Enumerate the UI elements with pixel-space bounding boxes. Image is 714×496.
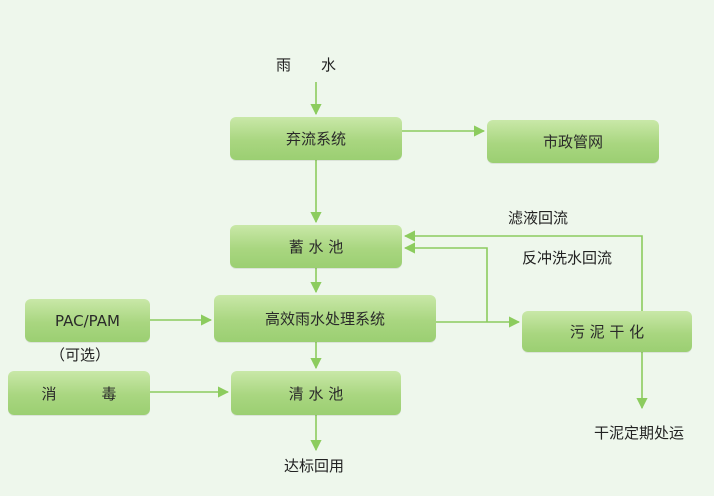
backwash-return-label: 反冲洗水回流 xyxy=(522,249,613,267)
discard-system-box: 弃流系统 xyxy=(230,117,402,160)
clear-water-tank-box: 清 水 池 xyxy=(231,371,401,415)
treatment-system-box: 高效雨水处理系统 xyxy=(214,295,436,342)
storage-tank-box: 蓄 水 池 xyxy=(230,225,402,268)
municipal-network-box: 市政管网 xyxy=(487,120,659,163)
disinfection-box: 消 毒 xyxy=(8,371,150,415)
arrow-backwash-return xyxy=(403,242,488,322)
arrow-filtrate-return xyxy=(403,230,643,311)
dry-sludge-label: 干泥定期处运 xyxy=(594,424,685,442)
pac-pam-box: PAC/PAM xyxy=(25,299,150,342)
reuse-label: 达标回用 xyxy=(284,457,345,475)
filtrate-return-label: 滤液回流 xyxy=(508,209,569,227)
sludge-drying-box: 污 泥 干 化 xyxy=(522,311,692,352)
pac-optional-label: （可选） xyxy=(50,346,111,364)
rain-label: 雨 水 xyxy=(276,56,337,74)
